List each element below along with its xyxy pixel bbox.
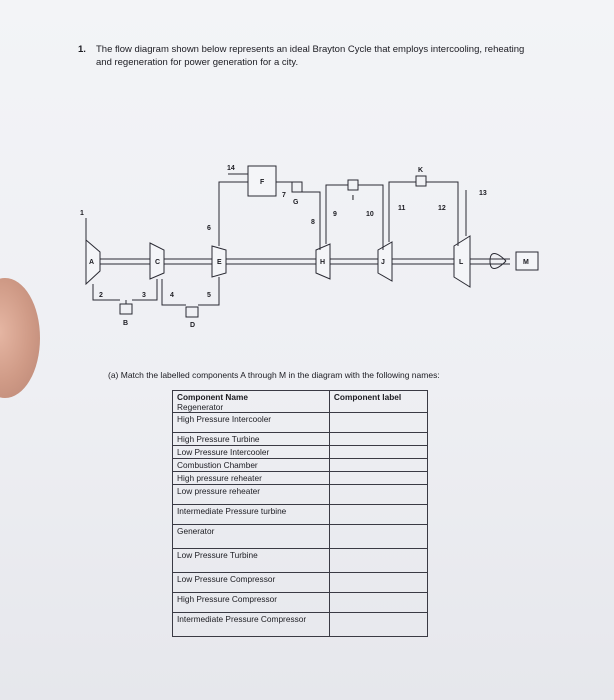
row-answer-cell[interactable] bbox=[328, 445, 429, 459]
table-row: High Pressure Intercooler bbox=[172, 412, 429, 433]
table-row: Low Pressure Turbine bbox=[172, 548, 429, 573]
label-c: C bbox=[155, 259, 160, 266]
pipe-11 bbox=[388, 181, 416, 242]
row-answer-cell[interactable] bbox=[328, 524, 429, 549]
row-name: Low Pressure Turbine bbox=[172, 548, 330, 573]
pipe-5 bbox=[198, 277, 220, 306]
table-row: Low pressure reheater bbox=[172, 484, 429, 505]
label-a: A bbox=[89, 259, 94, 266]
combustion-chamber-f-box bbox=[247, 165, 277, 197]
state-14: 14 bbox=[227, 165, 235, 172]
pipe-10 bbox=[358, 184, 384, 250]
turbine-h-shape bbox=[315, 243, 331, 280]
table-row: Combustion Chamber bbox=[172, 458, 429, 472]
row-answer-cell[interactable] bbox=[328, 432, 429, 446]
table-row: Generator bbox=[172, 524, 429, 549]
reheater-k-box bbox=[415, 175, 427, 187]
label-b: B bbox=[123, 320, 128, 327]
row-answer-cell[interactable] bbox=[328, 612, 429, 637]
row-answer-cell[interactable] bbox=[328, 458, 429, 472]
table-row: Intermediate Pressure turbine bbox=[172, 504, 429, 525]
state-7: 7 bbox=[282, 192, 286, 199]
row-name: Low Pressure Intercooler bbox=[172, 445, 330, 459]
table-row: High pressure reheater bbox=[172, 471, 429, 485]
label-j: J bbox=[381, 259, 385, 266]
row-name: Combustion Chamber bbox=[172, 458, 330, 472]
matching-table: Component Name Regenerator Component lab… bbox=[172, 390, 429, 637]
intercooler-b-box bbox=[119, 303, 133, 315]
row-name: High Pressure Compressor bbox=[172, 592, 330, 613]
row-answer-cell[interactable] bbox=[328, 471, 429, 485]
compressor-a-shape bbox=[85, 238, 101, 286]
reheater-g-box bbox=[291, 181, 303, 193]
part-a-prompt: (a) Match the labelled components A thro… bbox=[108, 370, 440, 380]
row-answer-cell[interactable] bbox=[328, 504, 429, 525]
question-text: The flow diagram shown below represents … bbox=[96, 44, 525, 68]
row-name: High pressure reheater bbox=[172, 471, 330, 485]
row-name: Generator bbox=[172, 524, 330, 549]
reheater-i-box bbox=[347, 179, 359, 191]
state-4: 4 bbox=[170, 292, 174, 299]
pipe-9 bbox=[325, 184, 348, 244]
generator-box bbox=[515, 251, 539, 271]
brayton-cycle-diagram: A B C D E F G H I J K L M 1 2 3 4 5 6 7 … bbox=[80, 165, 539, 329]
row-name: High Pressure Intercooler bbox=[172, 412, 330, 433]
state-10: 10 bbox=[366, 211, 374, 218]
row-name: Intermediate Pressure turbine bbox=[172, 504, 330, 525]
label-l: L bbox=[459, 259, 464, 266]
question-number: 1. bbox=[78, 44, 86, 55]
row-answer-cell[interactable] bbox=[328, 412, 429, 433]
pipe-4 bbox=[161, 279, 186, 306]
compressor-e-shape bbox=[211, 245, 227, 278]
table-row: Low Pressure Intercooler bbox=[172, 445, 429, 459]
pipe-2 bbox=[92, 284, 120, 301]
table-row: High Pressure Turbine bbox=[172, 432, 429, 446]
pipe-8 bbox=[297, 191, 321, 250]
row-answer-cell[interactable] bbox=[328, 484, 429, 505]
state-13: 13 bbox=[479, 190, 487, 197]
state-11: 11 bbox=[398, 205, 406, 212]
header-component-name: Component Name Regenerator bbox=[172, 390, 330, 413]
label-e: E bbox=[217, 259, 222, 266]
label-m: M bbox=[523, 259, 529, 266]
state-12: 12 bbox=[438, 205, 446, 212]
state-3: 3 bbox=[142, 292, 146, 299]
label-g: G bbox=[293, 199, 299, 206]
label-h: H bbox=[320, 259, 325, 266]
label-f: F bbox=[260, 179, 265, 186]
row-name: High Pressure Turbine bbox=[172, 432, 330, 446]
state-1: 1 bbox=[80, 210, 84, 217]
turbine-l-shape bbox=[453, 235, 471, 288]
row-name: Regenerator bbox=[177, 402, 224, 412]
compressor-c-shape bbox=[149, 242, 165, 280]
row-name: Low pressure reheater bbox=[172, 484, 330, 505]
table-row: Intermediate Pressure Compressor bbox=[172, 612, 429, 637]
coupling-shape bbox=[489, 253, 507, 269]
table-row: High Pressure Compressor bbox=[172, 592, 429, 613]
pipe-6 bbox=[218, 181, 248, 246]
table-row: Low Pressure Compressor bbox=[172, 572, 429, 593]
state-6: 6 bbox=[207, 225, 211, 232]
row-name: Intermediate Pressure Compressor bbox=[172, 612, 330, 637]
row-answer-cell[interactable] bbox=[328, 592, 429, 613]
label-i: I bbox=[352, 195, 354, 202]
pipe-7 bbox=[276, 181, 293, 190]
row-answer-cell[interactable] bbox=[328, 572, 429, 593]
row-answer-cell[interactable] bbox=[328, 548, 429, 573]
state-5: 5 bbox=[207, 292, 211, 299]
intercooler-d-box bbox=[185, 306, 199, 318]
label-d: D bbox=[190, 322, 195, 329]
state-9: 9 bbox=[333, 211, 337, 218]
state-2: 2 bbox=[99, 292, 103, 299]
pipe-12 bbox=[426, 181, 459, 246]
label-k: K bbox=[418, 167, 423, 174]
turbine-j-shape bbox=[377, 241, 393, 282]
header-component-label: Component label bbox=[328, 390, 429, 413]
state-8: 8 bbox=[311, 219, 315, 226]
row-name: Low Pressure Compressor bbox=[172, 572, 330, 593]
